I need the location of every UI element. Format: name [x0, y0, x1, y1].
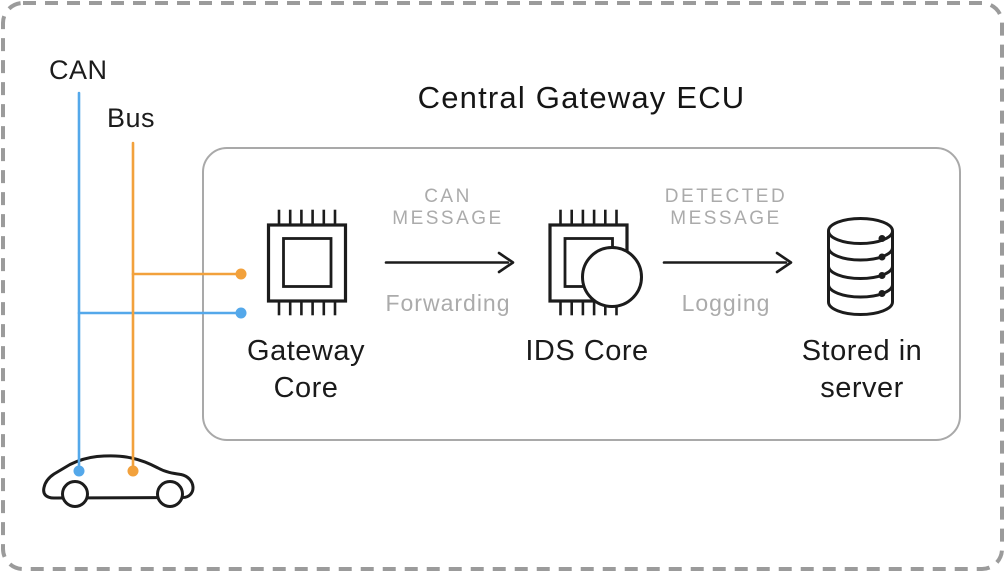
flow-logging-message-label: DETECTED MESSAGE — [626, 186, 826, 230]
can-label: CAN — [49, 55, 108, 85]
bus-label: Bus — [107, 103, 156, 133]
car-icon — [42, 454, 195, 508]
orange-car-dot — [127, 465, 139, 477]
stored-in-server-label: Stored in server — [762, 333, 962, 407]
gateway-chip-icon — [266, 209, 348, 316]
flow-forwarding-action-label: Forwarding — [385, 290, 511, 316]
flow-logging-message-line1: DETECTED — [664, 186, 788, 207]
gateway-core-label: Gateway Core — [206, 333, 406, 407]
arrow-logging-icon — [662, 251, 793, 274]
blue-car-dot — [73, 465, 85, 477]
connection-dots — [73, 268, 247, 477]
gateway-core-label-line1: Gateway — [247, 335, 365, 367]
flow-logging-message-line2: MESSAGE — [670, 208, 782, 229]
stored-in-server-label-line1: Stored in — [801, 335, 923, 367]
can-bus-line-orange — [131, 141, 239, 472]
ids-lens-circle — [581, 246, 643, 308]
database-icon — [827, 217, 894, 316]
stored-in-server-label-line2: server — [820, 372, 904, 404]
flow-forwarding-message-line2: MESSAGE — [392, 208, 504, 229]
flow-forwarding-message-line1: CAN — [424, 186, 472, 207]
ids-chip-icon — [548, 209, 643, 316]
flow-logging-action-label: Logging — [681, 290, 771, 316]
orange-endpoint-dot — [235, 268, 247, 280]
ids-core-label: IDS Core — [525, 335, 649, 367]
ecu-title: Central Gateway ECU — [417, 80, 746, 115]
ecu-box — [202, 147, 961, 441]
gateway-core-label-line2: Core — [273, 372, 339, 404]
arrow-forwarding-icon — [384, 251, 515, 274]
can-bus-line-blue — [77, 91, 239, 472]
flow-forwarding-message-label: CAN MESSAGE — [348, 186, 548, 230]
blue-endpoint-dot — [235, 307, 247, 319]
